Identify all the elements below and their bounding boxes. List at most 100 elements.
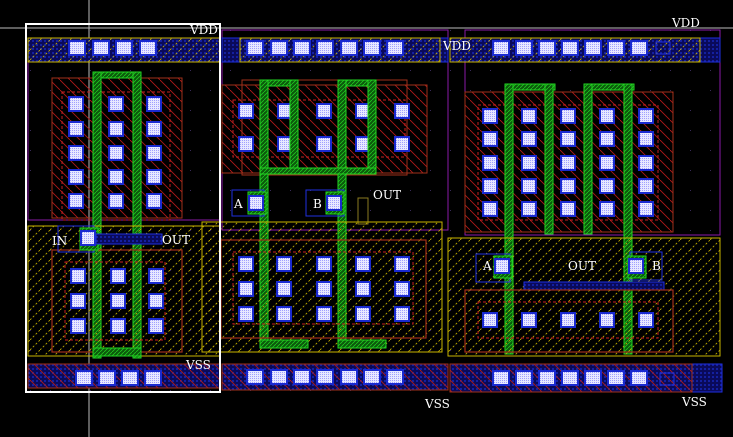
contact	[496, 260, 508, 272]
contact	[110, 147, 122, 159]
contact	[100, 372, 114, 384]
contact	[72, 295, 84, 307]
contact	[318, 258, 330, 270]
out-metal	[95, 233, 163, 245]
contact	[112, 270, 124, 282]
contact	[70, 195, 82, 207]
pmos-nand-select	[221, 84, 428, 174]
contact	[632, 42, 646, 54]
contact	[562, 203, 574, 215]
label-nor-vdd: VDD	[671, 16, 700, 30]
contact	[640, 110, 652, 122]
contact	[72, 270, 84, 282]
contact	[640, 203, 652, 215]
label-nand-out: OUT	[373, 188, 401, 202]
label-nand-vdd: VDD	[442, 39, 471, 53]
contact	[601, 157, 613, 169]
contact	[517, 42, 531, 54]
contact	[70, 147, 82, 159]
poly-nor-a-r	[544, 83, 554, 235]
contact	[318, 283, 330, 295]
contact	[146, 372, 160, 384]
contact	[484, 180, 496, 192]
contact	[272, 42, 286, 54]
contact	[562, 157, 574, 169]
contact	[484, 314, 496, 326]
contact	[484, 133, 496, 145]
contact	[357, 308, 369, 320]
contact	[328, 197, 340, 209]
contact	[148, 123, 160, 135]
label-nor-a: A	[482, 259, 492, 273]
contact	[640, 314, 652, 326]
contact	[388, 371, 402, 383]
label-nand-vss: VSS	[424, 397, 450, 411]
poly-nand-bottom-a	[259, 339, 309, 349]
contact	[318, 138, 330, 150]
contact	[601, 203, 613, 215]
contact	[609, 372, 623, 384]
vss-rail-nor-via	[659, 372, 675, 386]
contact	[494, 372, 508, 384]
poly-nand-bottom-b	[337, 339, 387, 349]
contact	[240, 138, 252, 150]
nor-out-metal	[523, 281, 665, 291]
contact	[318, 371, 332, 383]
nmos-nand-diff	[232, 251, 414, 325]
contact	[240, 283, 252, 295]
contact	[110, 195, 122, 207]
contact	[396, 308, 408, 320]
label-inv-vdd: VDD	[189, 23, 218, 37]
selection-box-inverter[interactable]	[25, 23, 221, 393]
contact	[70, 123, 82, 135]
contact	[112, 295, 124, 307]
contact	[279, 138, 291, 150]
poly-gate-inv-bottom	[92, 347, 142, 357]
contact	[150, 320, 162, 332]
contact	[110, 123, 122, 135]
contact	[240, 308, 252, 320]
contact	[357, 283, 369, 295]
contact	[540, 372, 554, 384]
poly-nor-b-l	[583, 83, 593, 235]
contact	[141, 42, 155, 54]
label-nor-b: B	[652, 259, 661, 273]
contact	[601, 110, 613, 122]
contact	[517, 372, 531, 384]
nmos-diffusion	[64, 261, 166, 341]
label-inv-in: IN	[52, 234, 67, 248]
pmos-nand-diff	[232, 99, 406, 158]
contact	[250, 197, 262, 209]
pselect-inv	[27, 225, 221, 357]
contact	[150, 295, 162, 307]
pmos-diffusion	[61, 91, 171, 221]
contact	[318, 105, 330, 117]
contact	[150, 270, 162, 282]
contact	[562, 110, 574, 122]
contact	[248, 371, 262, 383]
vdd-rail-nor-via	[655, 41, 671, 55]
contact	[357, 258, 369, 270]
contact	[272, 371, 286, 383]
contact	[523, 203, 535, 215]
pselect-nor	[447, 237, 721, 357]
contact	[117, 42, 131, 54]
contact	[601, 180, 613, 192]
contact	[365, 42, 379, 54]
contact	[365, 371, 379, 383]
poly-nand-b-r	[367, 79, 377, 171]
contact	[523, 110, 535, 122]
contact	[562, 180, 574, 192]
contact	[523, 314, 535, 326]
contact	[148, 98, 160, 110]
contact	[357, 138, 369, 150]
contact	[484, 110, 496, 122]
contact	[77, 372, 91, 384]
contact	[318, 42, 332, 54]
contact	[484, 203, 496, 215]
contact	[279, 105, 291, 117]
contact	[82, 232, 94, 244]
contact	[110, 98, 122, 110]
contact	[601, 314, 613, 326]
